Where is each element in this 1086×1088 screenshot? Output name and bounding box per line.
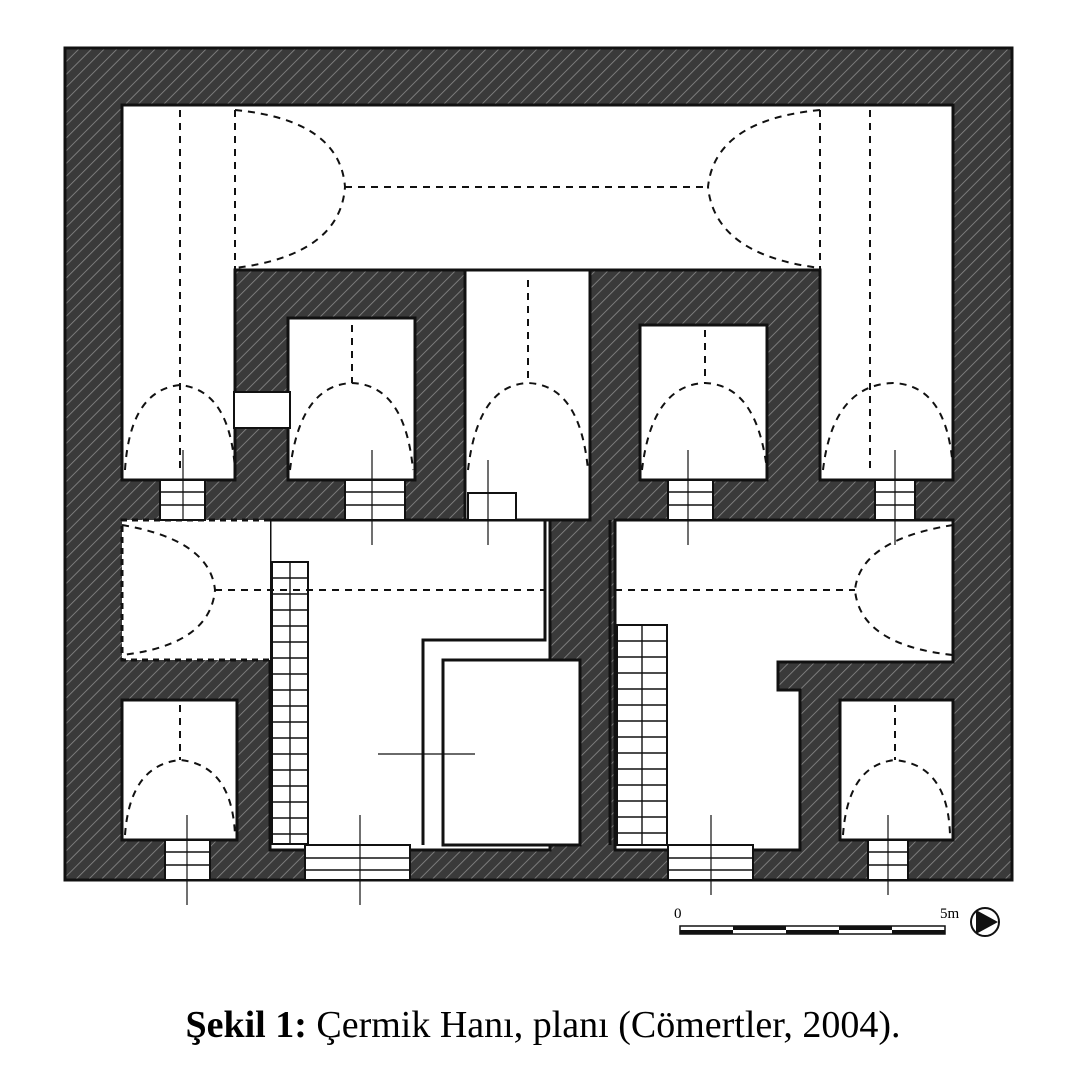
- central-cell: [441, 658, 582, 847]
- side-passage: [233, 391, 291, 429]
- caption-text: Çermik Hanı, planı (Cömertler, 2004).: [316, 1004, 901, 1046]
- caption-label: Şekil 1:: [185, 1004, 307, 1046]
- left-vestibule: [120, 518, 270, 662]
- lower-right-room: [838, 698, 955, 842]
- figure-caption: Şekil 1: Çermik Hanı, planı (Cömertler, …: [0, 995, 1086, 1055]
- scale-bar: 0 5m: [674, 906, 960, 935]
- floor-plan-diagram: 0 5m: [63, 46, 1014, 937]
- upper-room-2: [638, 323, 769, 482]
- hall-partition: [421, 520, 547, 845]
- north-arrow-icon: [970, 907, 1000, 937]
- scale-start-label: 0: [674, 906, 682, 922]
- scale-end-label: 5m: [940, 906, 960, 922]
